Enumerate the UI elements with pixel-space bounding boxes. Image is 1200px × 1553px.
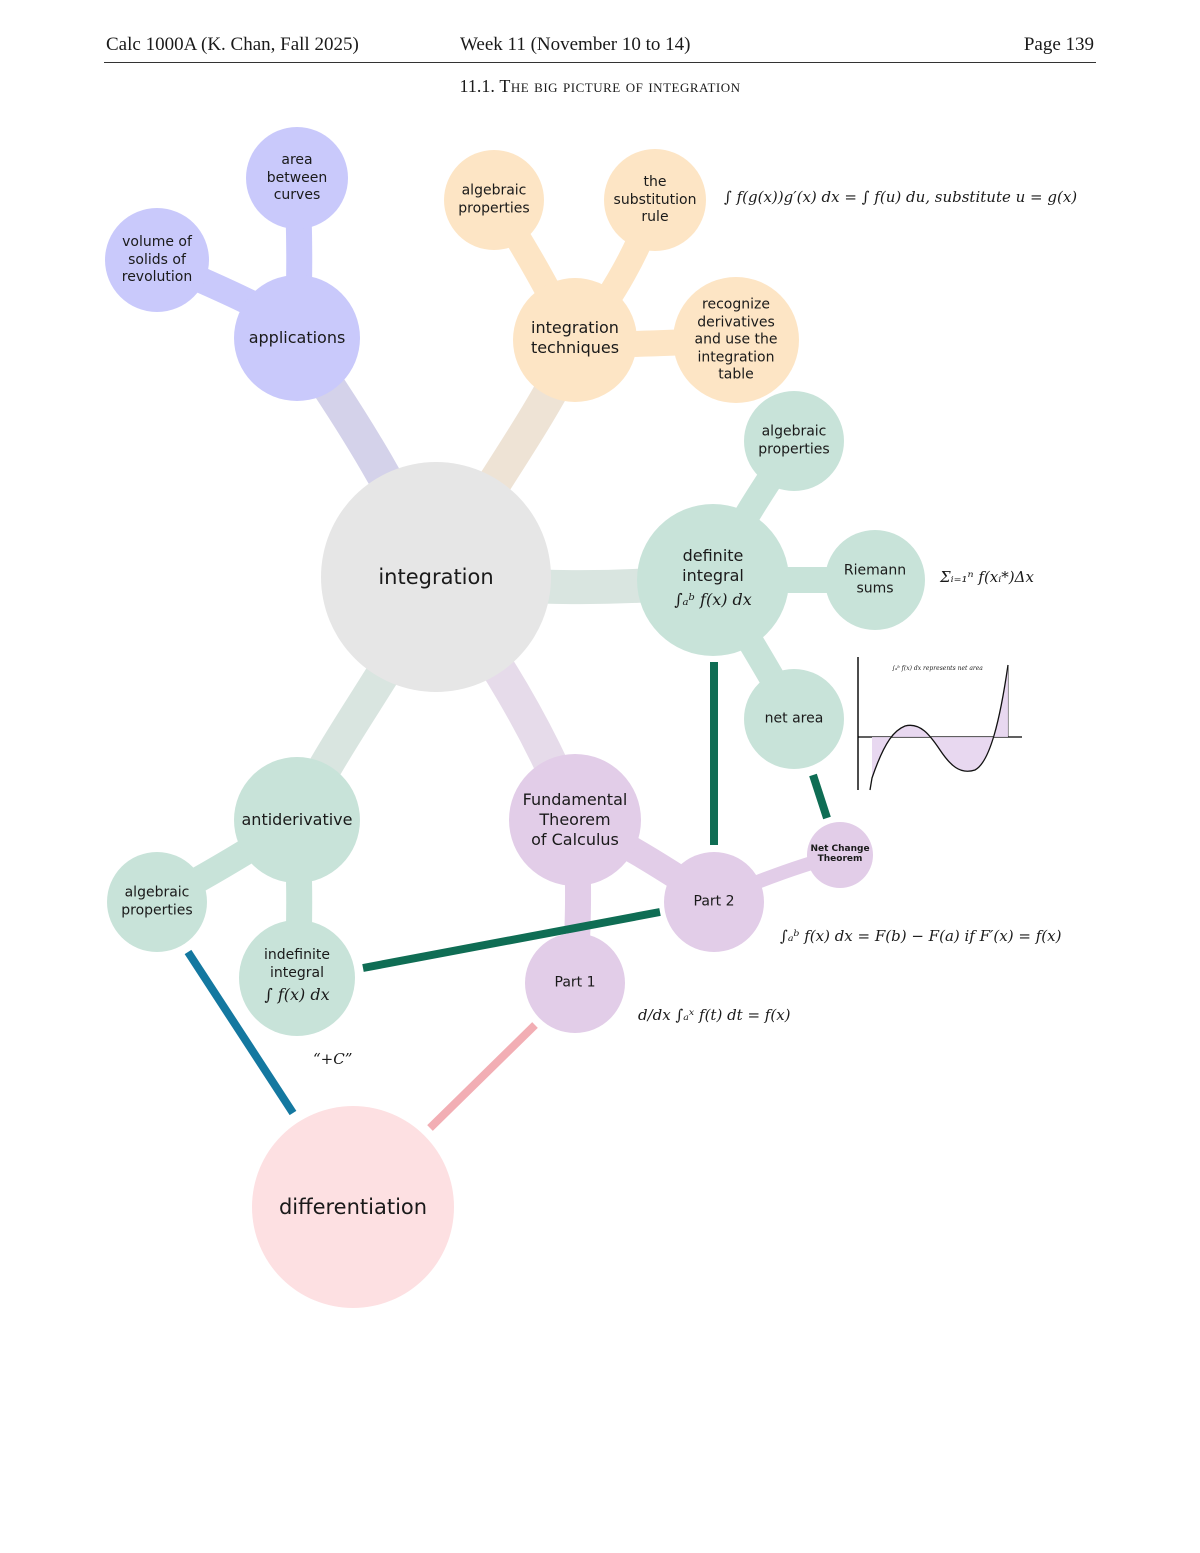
node-recognize-derivatives [673,277,799,403]
node-part1 [525,933,625,1033]
node-part2 [664,852,764,952]
link-part1-differentiation [427,1022,538,1131]
label-line: properties [758,441,830,457]
label-algebraic-properties-definite: algebraic properties [758,424,829,459]
indefinite-integral-formula: ∫ f(x) dx [264,985,330,1004]
label-volume-of-solids: volume of solids of revolution [122,234,193,287]
graph-caption: ∫ₐᵇ f(x) dx represents net area [892,665,983,672]
header-rule [104,62,1096,63]
node-antiderivative [234,757,360,883]
label-algebraic-properties-techniques: algebraic properties [458,183,529,218]
node-applications [234,275,360,401]
section-title-text: The big picture of integration [499,76,741,96]
header-page-number: Page 139 [1023,34,1094,55]
label-line: Theorem [817,854,863,864]
node-algebraic-properties-antiderivative [107,852,207,952]
label-line: substitution [613,191,697,208]
label-differentiation: differentiation [278,1194,428,1219]
link-algebraic-differentiation [184,949,297,1116]
label-line: sums [856,580,894,596]
formula-riemann-sum: Σᵢ₌₁ⁿ f(xᵢ*)Δx [940,568,1034,586]
label-algebraic-properties-antiderivative: algebraic properties [121,885,192,920]
label-line: revolution [121,268,193,285]
link-indefinite-part2 [362,908,661,972]
node-integration [321,462,551,692]
label-line: volume of [122,233,192,250]
label-indefinite-integral: indefinite integral ∫ f(x) dx [264,947,330,1005]
label-riemann-sums: Riemann sums [844,563,906,598]
label-line: integration [531,318,619,337]
node-substitution-rule [604,149,706,251]
node-ftc [509,754,641,886]
label-line: algebraic [124,884,190,901]
label-line: curves [273,186,321,203]
label-line: properties [458,200,530,216]
label-net-change-theorem: Net Change Theorem [810,844,870,865]
label-line: solids of [128,251,186,268]
formula-substitution: ∫ f(g(x))g′(x) dx = ∫ f(u) du, substitut… [724,188,1078,206]
node-algebraic-properties-techniques [444,150,544,250]
graph-net-area-fill [872,665,1008,778]
label-integration-techniques: integration techniques [531,318,619,358]
node-algebraic-properties-definite [744,391,844,491]
label-integration: integration [378,564,494,589]
label-line: of Calculus [531,830,619,849]
label-area-between-curves: area between curves [267,152,328,205]
label-net-area: net area [764,710,824,727]
node-integration-techniques [513,278,637,402]
node-area-between-curves [246,127,348,229]
label-line: the [643,173,667,190]
section-title: 11.1. The big picture of integration [0,76,1200,97]
label-line: rule [641,208,669,225]
graph-curve [869,664,1009,791]
label-line: algebraic [461,182,527,199]
node-definite-integral [637,504,789,656]
label-part1: Part 1 [554,974,596,991]
label-line: Net Change [810,844,870,855]
node-net-change-theorem [807,822,873,888]
definite-integral-formula: ∫ₐᵇ f(x) dx [674,590,752,609]
label-line: area [281,151,313,168]
label-antiderivative: antiderivative [241,810,353,829]
net-area-graph: ∫ₐᵇ f(x) dx represents net area [857,657,1022,791]
label-line: integral [270,964,324,981]
node-differentiation [252,1106,454,1308]
label-line: Fundamental [522,790,628,809]
formula-ftc-part1: d/dx ∫ₐˣ f(t) dt = f(x) [638,1006,791,1024]
node-indefinite-integral [239,920,355,1036]
label-line: Theorem [539,810,611,829]
label-line: between [266,169,328,186]
label-line: integration [697,348,775,365]
label-line: algebraic [761,423,827,440]
label-recognize-derivatives: recognize derivatives and use the integr… [695,296,778,384]
formula-plus-c: “+C” [313,1050,353,1068]
formula-ftc-part2: ∫ₐᵇ f(x) dx = F(b) − F(a) if F′(x) = f(x… [780,927,1062,945]
node-net-area [744,669,844,769]
label-applications: applications [248,328,346,347]
label-line: recognize [702,296,770,313]
section-number: 11.1. [459,76,495,96]
node-volume-of-solids [105,208,209,312]
label-ftc: Fundamental Theorem of Calculus [523,790,628,850]
header-week: Week 11 (November 10 to 14) [460,34,691,55]
node-riemann-sums [825,530,925,630]
header-course: Calc 1000A (K. Chan, Fall 2025) [106,34,359,55]
label-part2: Part 2 [693,893,735,910]
label-line: techniques [530,338,620,357]
label-line: properties [121,902,193,918]
label-line: Riemann [843,562,907,579]
label-line: definite [682,546,744,565]
label-substitution-rule: the substitution rule [614,174,697,227]
label-definite-integral: definite integral ∫ₐᵇ f(x) dx [674,546,752,610]
label-line: table [718,366,754,383]
link-netarea-netchange [809,773,831,820]
label-line: indefinite [264,947,330,963]
label-line: and use the [694,331,778,348]
label-line: integral [682,566,744,585]
label-line: derivatives [697,313,775,330]
